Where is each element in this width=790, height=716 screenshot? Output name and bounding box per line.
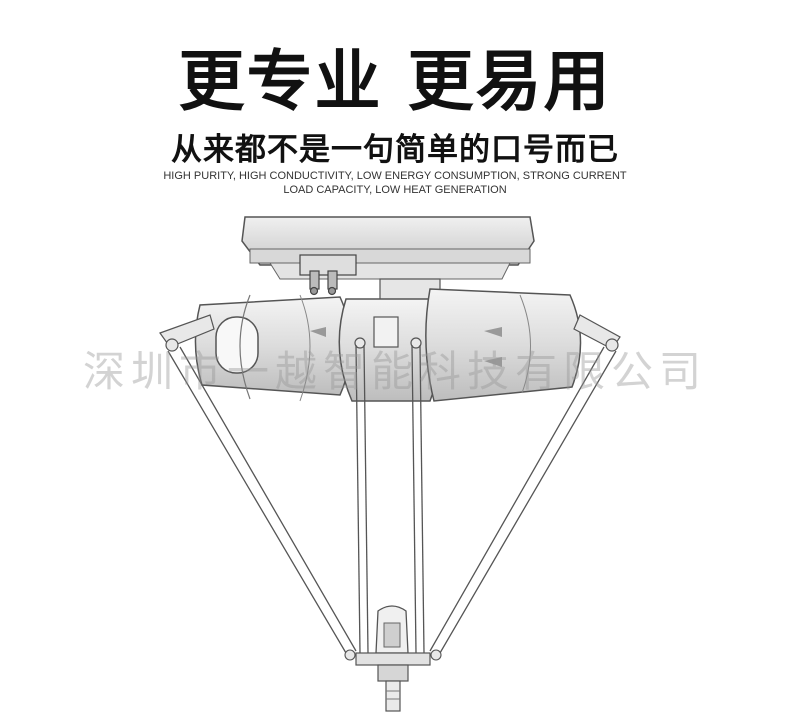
- upper-arm-joints: [159, 314, 621, 352]
- mounting-plate: [241, 216, 535, 280]
- english-caption: HIGH PURITY, HIGH CONDUCTIVITY, LOW ENER…: [0, 169, 790, 197]
- headline: 更专业 更易用: [178, 43, 612, 120]
- cable-connectors: [299, 254, 357, 296]
- delta-robot-illustration: [159, 216, 621, 712]
- right-motor: [425, 288, 582, 402]
- english-caption-line-1: HIGH PURITY, HIGH CONDUCTIVITY, LOW ENER…: [163, 170, 627, 182]
- end-effector: [355, 605, 431, 712]
- left-motor: [194, 294, 352, 402]
- parallel-rods: [167, 344, 617, 654]
- subline: 从来都不是一句简单的口号而已: [171, 132, 619, 168]
- english-caption-line-2: LOAD CAPACITY, LOW HEAT GENERATION: [283, 184, 507, 196]
- watermark: 深圳市一越智能科技有限公司: [82, 347, 707, 396]
